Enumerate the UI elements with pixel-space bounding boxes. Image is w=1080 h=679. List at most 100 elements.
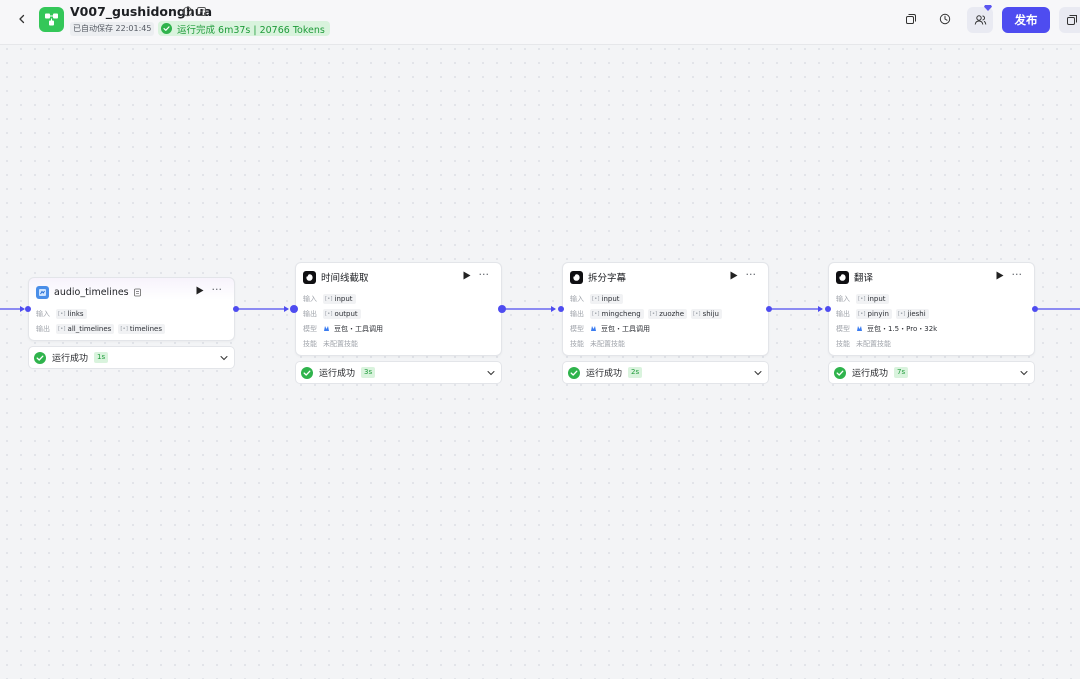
check-circle-icon <box>34 351 46 364</box>
output-param-tag: [•]pinyin <box>856 308 892 319</box>
node-skill-row: 技能 未配置技能 <box>570 339 625 348</box>
input-param-tag: [•]input <box>323 293 356 304</box>
node-run-status[interactable]: 运行成功 2s <box>562 361 769 384</box>
node-header: 翻译 ··· <box>836 268 1028 284</box>
node-model-row: 模型 豆包・工具调用 <box>570 324 650 333</box>
input-param-tag: [•]input <box>856 293 889 304</box>
duration-badge: 7s <box>894 367 909 378</box>
workflow-logo-icon <box>39 7 64 32</box>
node-output-row: 输出 [•]mingcheng [•]zuozhe [•]shiju <box>570 308 726 319</box>
autosave-status: 已自动保存 22:01:45 <box>70 22 155 36</box>
node-run-status[interactable]: 运行成功 7s <box>828 361 1035 384</box>
node-audio-timelines[interactable]: audio_timelines ··· 输入 [•]links 输出 [•]al… <box>28 277 235 341</box>
check-circle-icon <box>301 366 313 379</box>
more-options-icon[interactable]: ··· <box>211 283 223 296</box>
arrow-head-3 <box>551 306 556 312</box>
copy-button[interactable] <box>902 10 920 28</box>
check-circle-icon <box>161 23 172 34</box>
copy-window-icon <box>1067 15 1077 25</box>
node-title: 时间线截取 <box>321 273 369 284</box>
play-icon[interactable] <box>730 271 738 280</box>
output-port[interactable] <box>233 306 239 312</box>
node-output-row: 输出 [•]all_timelines [•]timelines <box>36 323 169 334</box>
chevron-left-icon <box>19 14 25 24</box>
check-circle-icon <box>834 366 846 379</box>
info-icon[interactable] <box>182 6 193 17</box>
node-timeline-clip[interactable]: 时间线截取 ··· 输入 [•]input 输出 [•]output 模型 豆包… <box>295 262 502 356</box>
duration-badge: 1s <box>94 352 109 363</box>
arrow-head-4 <box>818 306 823 312</box>
chevron-down-icon[interactable] <box>220 355 228 361</box>
input-port[interactable] <box>558 306 564 312</box>
check-circle-icon <box>568 366 580 379</box>
document-icon <box>133 288 141 296</box>
arrow-head-2 <box>284 306 289 312</box>
node-run-status[interactable]: 运行成功 1s <box>28 346 235 369</box>
run-status-badge: 运行完成 6m37s | 20766 Tokens <box>158 21 330 36</box>
input-param-tag: [•]input <box>590 293 623 304</box>
doubao-model-icon <box>857 326 862 331</box>
duration-badge: 2s <box>628 367 643 378</box>
play-icon[interactable] <box>463 271 471 280</box>
node-skill-row: 技能 未配置技能 <box>303 339 358 348</box>
output-param-tag: [•]output <box>323 308 361 319</box>
audio-plugin-icon <box>36 285 49 299</box>
chevron-down-icon[interactable] <box>1020 370 1028 376</box>
doubao-model-icon <box>591 326 596 331</box>
node-header: audio_timelines ··· <box>36 283 228 299</box>
input-port[interactable] <box>290 305 298 313</box>
node-model-row: 模型 豆包・工具调用 <box>303 324 383 333</box>
run-status-text: 运行完成 6m37s | 20766 Tokens <box>177 24 325 36</box>
chevron-down-icon[interactable] <box>754 370 762 376</box>
llm-icon <box>836 270 849 284</box>
output-port[interactable] <box>498 305 506 313</box>
top-toolbar: V007_gushidonghua 已自动保存 22:01:45 运行完成 6m… <box>0 0 1080 45</box>
output-param-tag: [•]timelines <box>118 323 165 334</box>
node-input-row: 输入 [•]input <box>570 293 627 304</box>
copy-icon <box>906 14 916 24</box>
chevron-down-icon[interactable] <box>487 370 495 376</box>
node-header: 拆分字幕 ··· <box>570 268 762 284</box>
back-button[interactable] <box>14 11 30 27</box>
workflow-title: V007_gushidonghua <box>70 4 213 19</box>
output-param-tag: [•]shiju <box>691 308 722 319</box>
node-model-row: 模型 豆包・1.5・Pro・32k <box>836 324 938 333</box>
diamond-badge-icon <box>984 5 992 11</box>
node-run-status[interactable]: 运行成功 3s <box>295 361 502 384</box>
node-skill-row: 技能 未配置技能 <box>836 339 891 348</box>
play-icon[interactable] <box>996 271 1004 280</box>
node-translate[interactable]: 翻译 ··· 输入 [•]input 输出 [•]pinyin [•]jiesh… <box>828 262 1035 356</box>
input-port[interactable] <box>825 306 831 312</box>
output-param-tag: [•]zuozhe <box>647 308 688 319</box>
output-param-tag: [•]jieshi <box>895 308 929 319</box>
node-split-subtitles[interactable]: 拆分字幕 ··· 输入 [•]input 输出 [•]mingcheng [•]… <box>562 262 769 356</box>
node-output-row: 输出 [•]pinyin [•]jieshi <box>836 308 933 319</box>
node-title: audio_timelines <box>54 286 129 298</box>
duration-badge: 3s <box>361 367 376 378</box>
more-options-icon[interactable]: ··· <box>1011 268 1023 281</box>
more-options-icon[interactable]: ··· <box>745 268 757 281</box>
doubao-model-icon <box>324 326 329 331</box>
more-options-icon[interactable]: ··· <box>478 268 490 281</box>
node-output-row: 输出 [•]output <box>303 308 365 319</box>
collaborators-button[interactable] <box>967 5 993 33</box>
arrow-head-1 <box>20 306 25 312</box>
play-icon[interactable] <box>196 286 204 295</box>
node-title: 翻译 <box>854 273 874 284</box>
window-button[interactable] <box>1059 7 1080 33</box>
input-port[interactable] <box>25 306 31 312</box>
history-button[interactable] <box>936 10 954 28</box>
output-port[interactable] <box>766 306 772 312</box>
edit-icon[interactable] <box>196 6 207 17</box>
node-input-row: 输入 [•]input <box>836 293 893 304</box>
publish-button[interactable]: 发布 <box>1002 7 1050 33</box>
node-header: 时间线截取 ··· <box>303 268 495 284</box>
output-param-tag: [•]all_timelines <box>56 323 115 334</box>
node-input-row: 输入 [•]input <box>303 293 360 304</box>
history-clock-icon <box>939 13 951 25</box>
users-icon <box>974 15 986 25</box>
node-input-row: 输入 [•]links <box>36 308 91 319</box>
llm-icon <box>570 270 583 284</box>
output-port[interactable] <box>1032 306 1038 312</box>
